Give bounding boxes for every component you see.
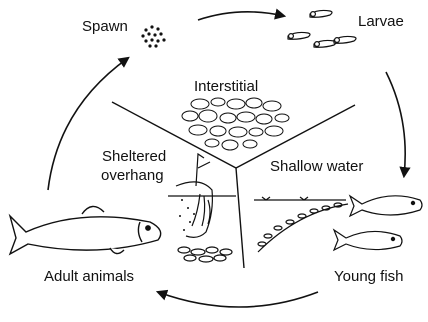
arrow-young-to-adult [158,292,318,307]
shallow-water-icon [254,197,348,252]
label-interstitial: Interstitial [194,78,258,95]
label-shallow-water: Shallow water [270,158,363,175]
adult-fish-icon [10,206,161,254]
overhang-bank-icon [168,154,236,262]
arrow-larvae-to-young [386,72,405,176]
arrow-spawn-to-larvae [198,12,284,20]
label-sheltered-line2: overhang [101,167,164,184]
spawn-eggs-icon [141,25,165,47]
label-adult-animals: Adult animals [44,268,134,285]
label-spawn: Spawn [82,18,128,35]
gravel-icon [182,98,289,150]
larvae-icon [288,10,356,47]
label-young-fish: Young fish [334,268,404,285]
label-larvae: Larvae [358,13,404,30]
label-sheltered-line1: Sheltered [102,148,166,165]
